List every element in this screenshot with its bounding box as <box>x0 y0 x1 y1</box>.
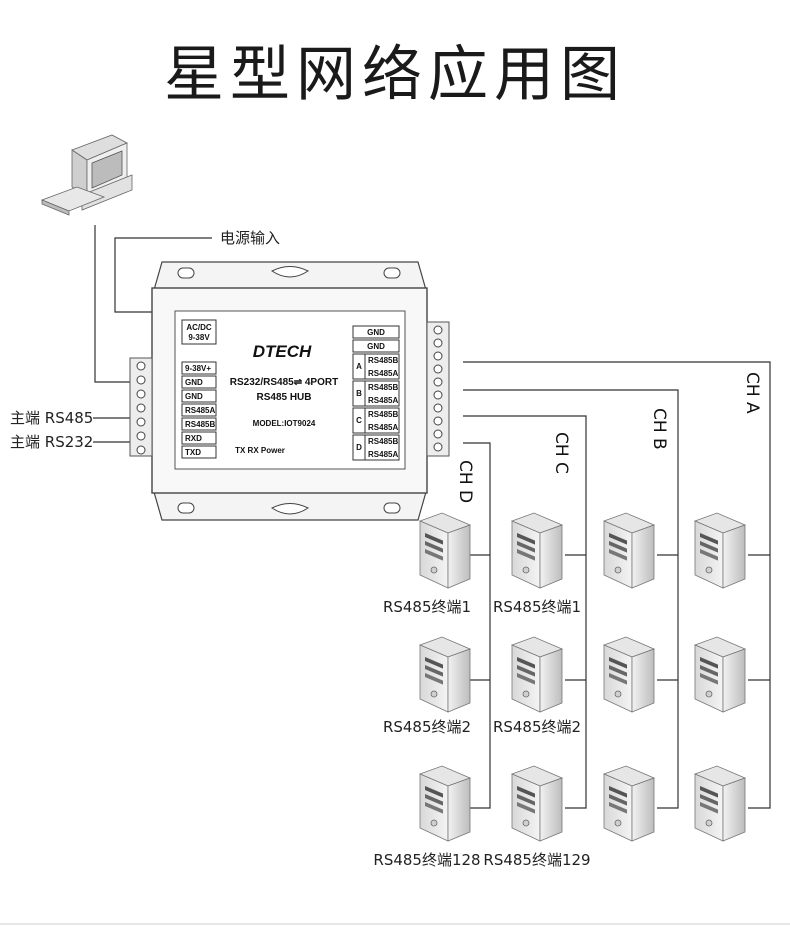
port-pin-label: RS485B <box>368 383 398 392</box>
channel-label-a: CH A <box>742 372 762 414</box>
left-terminal-label: RXD <box>185 434 202 443</box>
power-input-label: 电源输入 <box>220 229 280 247</box>
server-icon <box>419 636 471 713</box>
device-model: MODEL:IOT9024 <box>253 419 316 428</box>
right-terminal-screws <box>433 325 443 452</box>
port-letter: D <box>356 443 362 452</box>
channel-label-b: CH B <box>649 408 669 450</box>
power-spec-line1: AC/DC <box>186 323 212 332</box>
server-icon <box>511 512 563 589</box>
port-pin-label: RS485A <box>368 396 398 405</box>
server-icon <box>603 512 655 589</box>
left-terminal-label: RS485B <box>185 420 215 429</box>
device-name-line2: RS485 HUB <box>256 392 311 403</box>
channel-bus-wires <box>463 361 771 809</box>
server-icon <box>419 512 471 589</box>
port-letter: C <box>356 416 362 425</box>
ch-c-wire <box>463 415 587 809</box>
port-letter: A <box>356 362 362 371</box>
brand-logo: DTECH <box>253 342 312 361</box>
channel-label-c: CH C <box>551 432 571 474</box>
page-title: 星型网络应用图 <box>164 40 626 110</box>
server-icon <box>511 636 563 713</box>
left-terminal-screws <box>136 361 146 455</box>
channel-label-d: CH D <box>455 460 475 503</box>
computer-icon <box>41 134 133 216</box>
port-pin-label: RS485B <box>368 356 398 365</box>
left-terminal-label: TXD <box>185 448 201 457</box>
server-icon <box>603 636 655 713</box>
port-pin-label: RS485A <box>368 369 398 378</box>
server-icon <box>694 765 746 842</box>
ch-a-wire <box>463 361 771 809</box>
port-pin-label: RS485B <box>368 410 398 419</box>
left-terminal-labels: 9-38V+ GND GND RS485A RS485B RXD TXD <box>181 361 217 459</box>
device-leds: TX RX Power <box>235 446 285 455</box>
ch-d-wire <box>463 442 491 809</box>
master-rs232-label: 主端 RS232 <box>10 433 93 451</box>
left-terminal-label: RS485A <box>185 406 215 415</box>
port-pin-label: RS485B <box>368 437 398 446</box>
terminal-label: RS485终端128 <box>373 851 480 869</box>
terminal-label: RS485终端2 <box>493 718 581 736</box>
server-icon <box>511 765 563 842</box>
left-terminal-label: GND <box>185 378 203 387</box>
right-gnd-label: GND <box>367 342 385 351</box>
server-icon <box>694 512 746 589</box>
left-terminal-label: GND <box>185 392 203 401</box>
server-icon <box>694 636 746 713</box>
device-name-line1: RS232/RS485⇌ 4PORT <box>230 377 338 388</box>
right-terminal-labels: GND GND A RS485B RS485A B RS485B RS485A … <box>352 325 400 461</box>
port-pin-label: RS485A <box>368 423 398 432</box>
left-terminal-label: 9-38V+ <box>185 364 211 373</box>
right-gnd-label: GND <box>367 328 385 337</box>
terminal-label: RS485终端1 <box>383 598 471 616</box>
port-pin-label: RS485A <box>368 450 398 459</box>
port-letter: B <box>356 389 362 398</box>
terminal-label: RS485终端1 <box>493 598 581 616</box>
pc-link-wire <box>94 225 140 383</box>
power-input-wire <box>114 237 212 313</box>
power-spec-line2: 9-38V <box>188 333 210 342</box>
terminal-label: RS485终端129 <box>483 851 590 869</box>
server-icon <box>603 765 655 842</box>
ch-b-wire <box>463 389 679 809</box>
server-icon <box>419 765 471 842</box>
master-rs485-label: 主端 RS485 <box>10 409 93 427</box>
terminal-label: RS485终端2 <box>383 718 471 736</box>
rs485-hub-device: AC/DC 9-38V DTECH RS232/RS485⇌ 4PORT RS4… <box>129 261 450 521</box>
